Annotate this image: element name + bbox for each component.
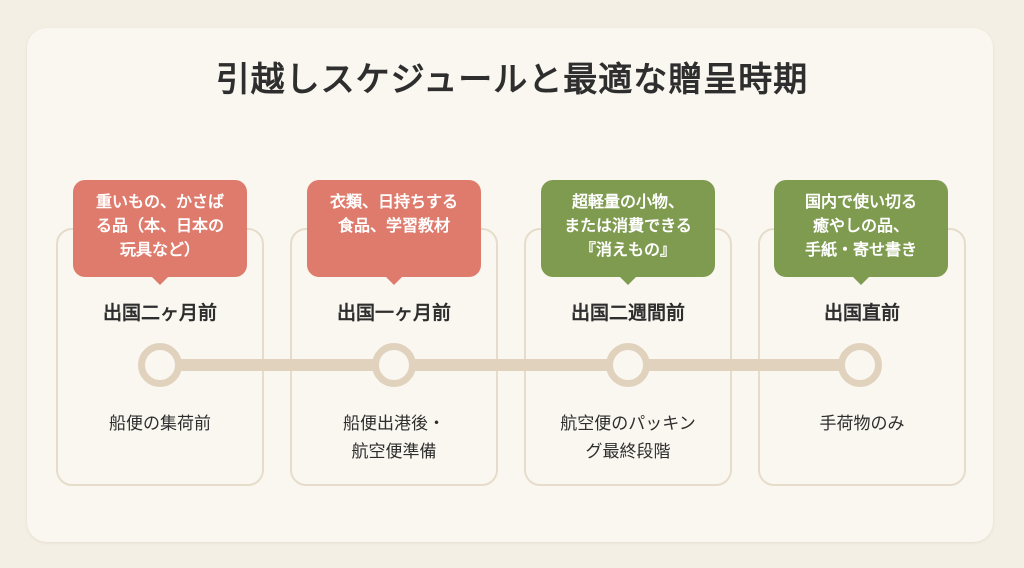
stage-description-4: 手荷物のみ — [819, 414, 905, 434]
timeline-line — [150, 359, 865, 371]
gift-bubble-4: 国内で使い切る 癒やしの品、 手紙・寄せ書き — [774, 180, 948, 277]
timeline-node-4 — [838, 343, 882, 387]
stage-label-3: 出国二週間前 — [570, 302, 685, 324]
gift-bubble-1: 重いもの、かさば る品（本、日本の 玩具など） — [73, 180, 247, 277]
stage-description-2: 船便出港後・ 航空便準備 — [343, 414, 445, 462]
gift-bubble-tail-4 — [852, 276, 870, 285]
stage-description-1: 船便の集荷前 — [109, 414, 211, 434]
diagram-title: 引越しスケジュールと最適な贈呈時期 — [215, 60, 809, 100]
gift-bubble-3: 超軽量の小物、 または消費できる 『消えもの』 — [541, 180, 715, 277]
stage-description-3: 航空便のパッキン グ最終段階 — [560, 414, 696, 462]
stage-label-4: 出国直前 — [823, 302, 900, 324]
timeline-node-2 — [372, 343, 416, 387]
timeline-node-1 — [138, 343, 182, 387]
gift-bubble-tail-1 — [151, 276, 169, 285]
stage-label-1: 出国二ヶ月前 — [102, 302, 217, 324]
stage-label-2: 出国一ヶ月前 — [336, 302, 451, 324]
gift-bubble-tail-3 — [619, 276, 637, 285]
gift-bubble-2: 衣類、日持ちする 食品、学習教材 — [307, 180, 481, 277]
gift-bubble-tail-2 — [385, 276, 403, 285]
timeline-node-3 — [606, 343, 650, 387]
